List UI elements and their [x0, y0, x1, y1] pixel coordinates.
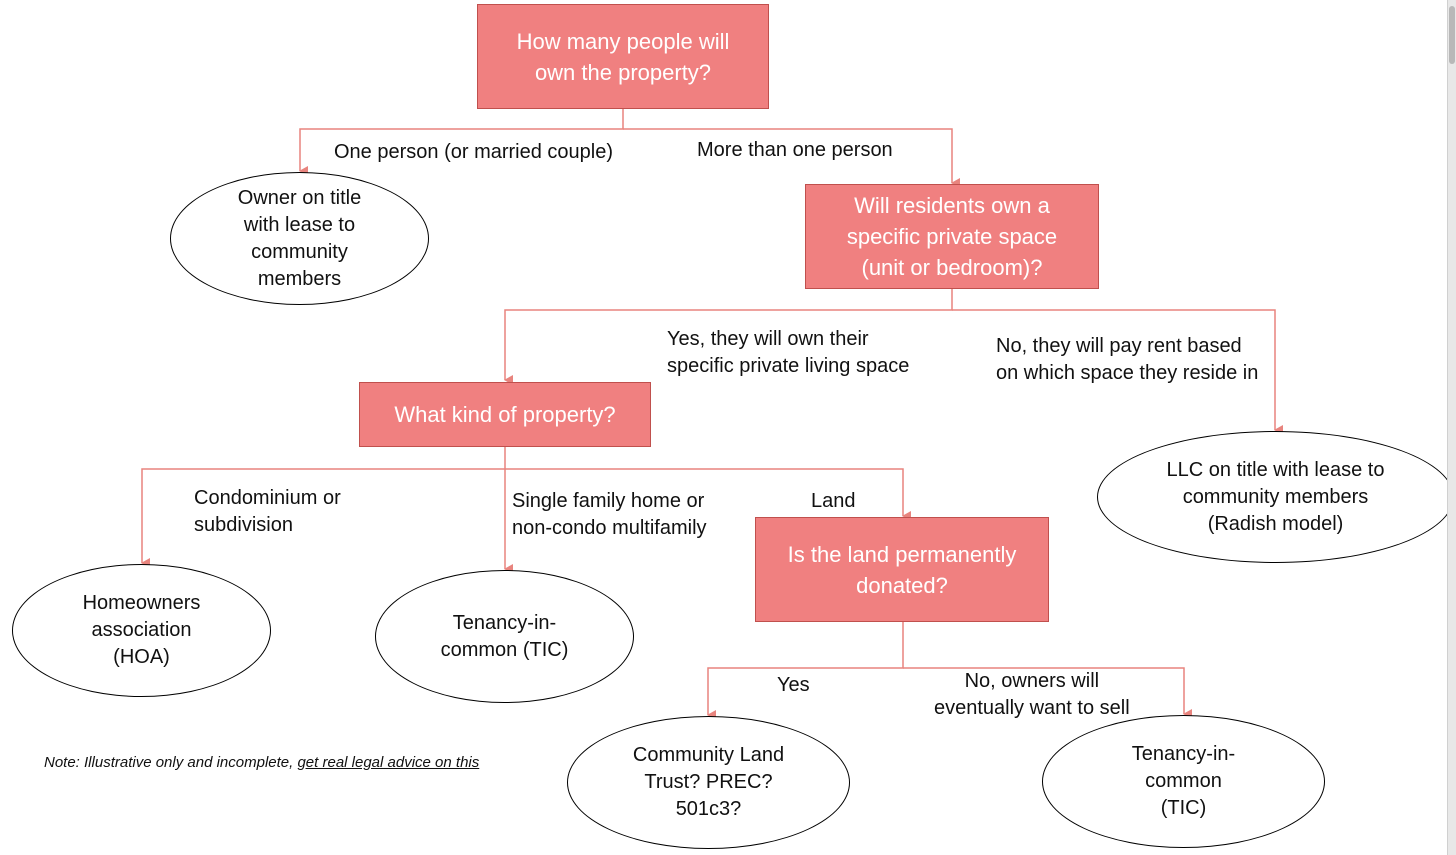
edge-q3-to-hoa [141, 447, 506, 568]
decision-land-donated: Is the land permanently donated? [755, 517, 1049, 622]
edge-label-more-than-one: More than one person [697, 139, 893, 161]
edge-q4-to-clt [707, 622, 904, 720]
edge-label-one-person: One person (or married couple) [334, 141, 614, 163]
edge-label-yes-own: Yes, they will own their specific privat… [667, 328, 910, 377]
scrollbar-thumb[interactable] [1449, 6, 1455, 64]
footnote-text: Note: Illustrative only and incomplete, [44, 754, 298, 771]
outcome-hoa: Homeowners association (HOA) [12, 564, 271, 697]
edge-q4-to-tic2 [903, 667, 1192, 719]
edge-label-no-sell: No, owners will eventually want to sell [934, 670, 1130, 719]
vertical-scrollbar[interactable] [1447, 0, 1456, 855]
edge-label-single-family: Single family home or non-condo multifam… [512, 490, 707, 539]
footnote: Note: Illustrative only and incomplete, … [44, 754, 479, 771]
decision-property-kind: What kind of property? [359, 382, 651, 447]
edge-q3-to-q4 [505, 468, 911, 521]
edge-q2-to-q3 [504, 289, 953, 385]
outcome-owner-on-title: Owner on title with lease to community m… [170, 172, 429, 305]
edge-q1-to-q2 [623, 128, 960, 188]
decision-own-private-space: Will residents own a specific private sp… [805, 184, 1099, 289]
legal-advice-link[interactable]: get real legal advice on this [297, 754, 480, 771]
edge-label-condo: Condominium or subdivision [194, 487, 341, 536]
decision-how-many-owners: How many people will own the property? [477, 4, 769, 109]
outcome-tic-2: Tenancy-in- common (TIC) [1042, 715, 1325, 848]
outcome-community-land-trust: Community Land Trust? PREC? 501c3? [567, 716, 850, 849]
outcome-tic-1: Tenancy-in- common (TIC) [375, 570, 634, 703]
edge-label-yes: Yes [777, 674, 810, 696]
edge-q2-to-llc [952, 309, 1283, 435]
edge-q1-to-owner [299, 109, 624, 176]
edge-label-no-rent: No, they will pay rent based on which sp… [996, 335, 1259, 384]
outcome-llc-on-title: LLC on title with lease to community mem… [1097, 431, 1454, 563]
edge-label-land: Land [811, 490, 856, 512]
